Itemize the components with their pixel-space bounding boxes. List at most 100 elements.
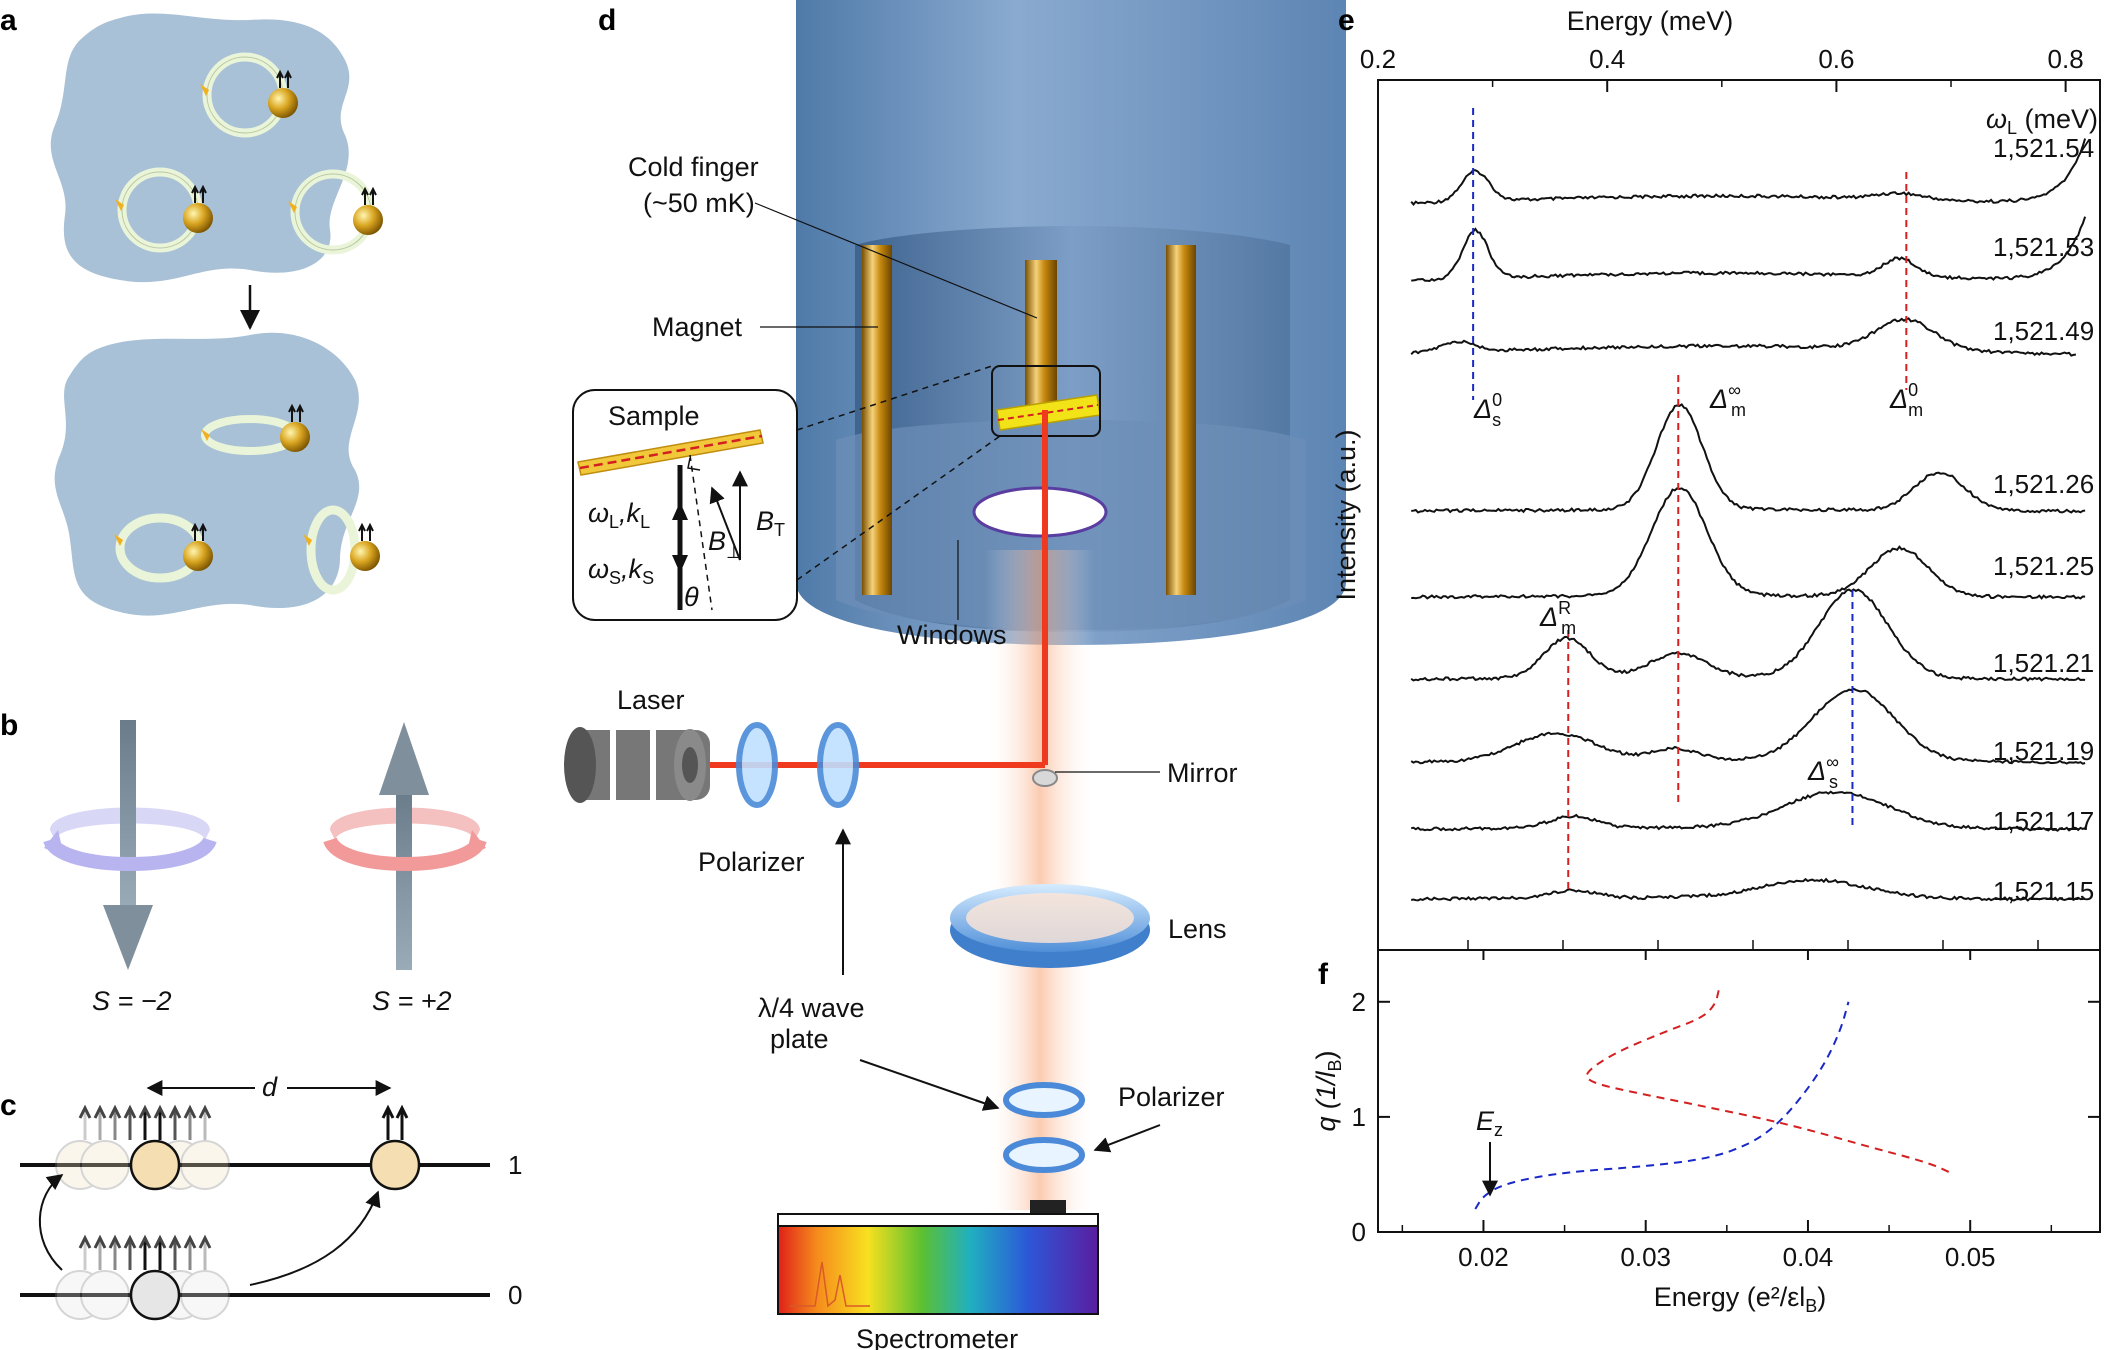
x-tick-label: 0.02	[1458, 1242, 1509, 1272]
y-tick-label: 2	[1352, 987, 1366, 1017]
spectrum-label: 1,521.15	[1993, 876, 2094, 906]
panel-label-d: d	[598, 4, 616, 37]
spectrum-label: 1,521.54	[1993, 133, 2094, 163]
spectrum-curve	[1411, 487, 2086, 600]
x-tick-label: 0.04	[1783, 1242, 1834, 1272]
panel-e-frame	[1377, 79, 2101, 951]
callout-waveplate-down	[859, 1059, 1000, 1111]
callout-polarizer-2	[1093, 1124, 1161, 1153]
inset-b-t: BT	[756, 506, 785, 540]
panel-label-b: b	[0, 709, 18, 742]
waveplate	[817, 722, 859, 808]
spectrometer-label: Spectrometer	[856, 1324, 1018, 1350]
laser-label: Laser	[617, 685, 685, 715]
panel-f-frame	[1377, 949, 2101, 1233]
cold-finger-label: Cold finger	[628, 152, 759, 182]
orbit-group	[114, 52, 383, 595]
spectrum-label: 1,521.19	[1993, 736, 2094, 766]
particle-separated	[369, 1139, 421, 1191]
magnet-right	[1166, 245, 1196, 595]
spectrum-curve	[1410, 317, 2077, 357]
callout-cold-finger	[754, 202, 1038, 319]
x-tick-label: 0.03	[1620, 1242, 1671, 1272]
sample-label: Sample	[608, 401, 700, 431]
exciton-orbit	[288, 169, 383, 255]
polarizer-1-label: Polarizer	[698, 847, 805, 877]
lens-element	[950, 884, 1150, 968]
laser-device	[564, 727, 710, 803]
panel-label-e: e	[1338, 4, 1355, 37]
panel-b: b S = −2 S = +2	[0, 709, 487, 1016]
mirror-element	[1032, 769, 1058, 787]
panel-label-c: c	[0, 1089, 17, 1122]
level-0-label: 0	[508, 1280, 522, 1310]
output-polarizers	[1003, 1082, 1085, 1173]
inset-b-perp: B⊥	[708, 526, 742, 562]
mirror-label: Mirror	[1167, 758, 1237, 788]
top-axis-label: Energy (meV)	[1567, 6, 1734, 36]
top-axis-tick-label: 0.6	[1818, 44, 1854, 74]
spin-plus-label: S = +2	[372, 986, 452, 1016]
spectrum-curve	[1410, 588, 2086, 682]
level-1-label: 1	[508, 1150, 522, 1180]
exciton-orbit	[200, 52, 298, 138]
magnet-label: Magnet	[652, 312, 743, 342]
excitation-arrow-left	[38, 1174, 64, 1271]
spin-minus-label: S = −2	[92, 986, 172, 1016]
cold-finger	[1025, 260, 1057, 405]
top-axis-tick-label: 0.2	[1360, 44, 1396, 74]
spectrum-label: 1,521.26	[1993, 469, 2094, 499]
top-axis-tick-label: 0.8	[2048, 44, 2084, 74]
panel-e-curves: 1,521.54 1,521.53 1,521.49 1,521.26 1,521.25…	[1410, 133, 2094, 906]
waveplate-label-1: λ/4 wave	[758, 993, 865, 1023]
exciton-orbit	[114, 513, 213, 583]
magnet-left	[862, 245, 892, 595]
polarizer-2-label: Polarizer	[1118, 1082, 1225, 1112]
spectrum-curve	[1411, 790, 2086, 832]
spectrum-label: 1,521.17	[1993, 806, 2094, 836]
spin-arrows-lower	[78, 1234, 212, 1270]
waveplate-label-2: plate	[770, 1024, 829, 1054]
panel-c: c 1 0 d	[0, 1072, 522, 1321]
particle-lower-main	[129, 1269, 181, 1321]
marker-label: Δ∞s	[1807, 752, 1839, 792]
exciton-orbit	[115, 167, 213, 253]
panel-f-curves	[1474, 990, 1955, 1210]
spectrum-curve	[1410, 877, 2086, 902]
x-tick-label: 0.05	[1945, 1242, 1996, 1272]
spin-arrows-separated	[381, 1104, 409, 1140]
spectrum-label: 1,521.53	[1993, 232, 2094, 262]
spectrum-label: 1,521.49	[1993, 316, 2094, 346]
separation-label: d	[262, 1072, 278, 1102]
spectrum-curve	[1411, 403, 2086, 514]
spin-arrows-upper	[78, 1104, 212, 1140]
polarizer-1	[736, 722, 778, 808]
inset-omega-s: ωS,kS	[588, 554, 654, 588]
exciton-orbit	[201, 403, 310, 455]
spectrum-label: 1,521.21	[1993, 648, 2094, 678]
blob-bottom	[54, 332, 360, 616]
marker-label: Δ∞m	[1709, 380, 1746, 420]
excitation-arrow-right	[249, 1190, 381, 1286]
spin-plus-arrow	[323, 722, 487, 970]
spin-minus-arrow	[43, 720, 217, 970]
spectrum-curve	[1410, 138, 2087, 206]
spectrum-label: 1,521.25	[1993, 551, 2094, 581]
windows-label: Windows	[897, 620, 1007, 650]
inset-theta: θ	[684, 582, 699, 612]
particle-upper-main	[129, 1139, 181, 1191]
panel-f-xlabel: Energy (e²/εlB)	[1654, 1282, 1827, 1316]
panel-a: a	[0, 4, 383, 616]
omega-l-legend-title: ωL (meV)	[1986, 104, 2098, 138]
inset-omega-l: ωL,kL	[588, 498, 650, 532]
cold-finger-temp-label: (~50 mK)	[643, 188, 755, 218]
